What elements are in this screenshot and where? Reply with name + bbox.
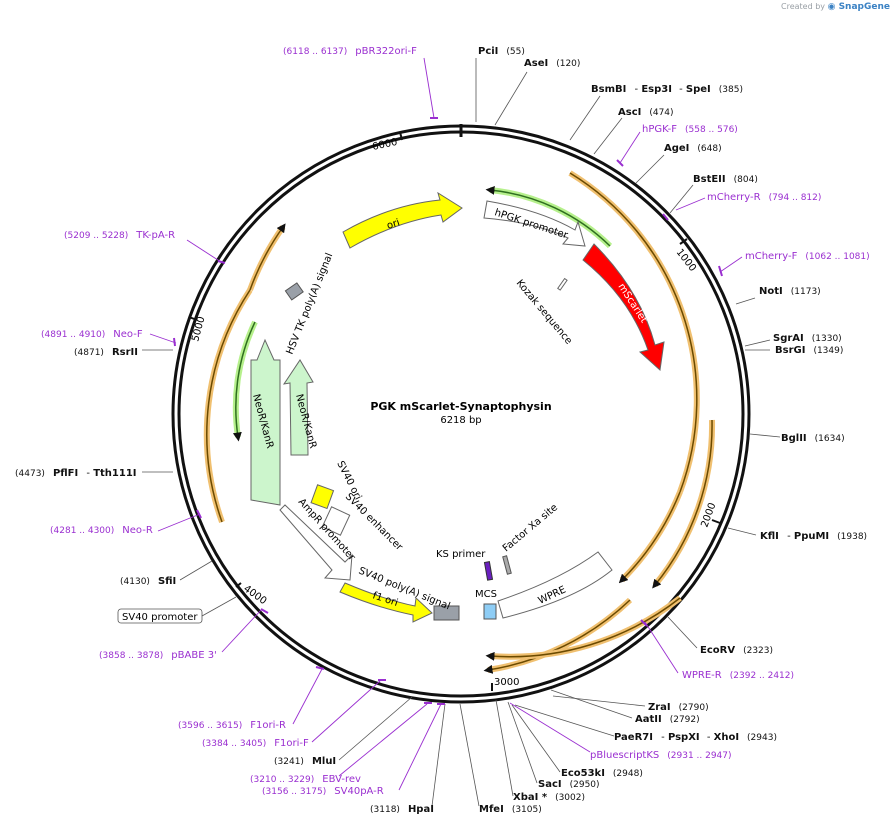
enzyme-noti[interactable]: NotI(1173): [759, 286, 821, 297]
feature-sv40-ori: [310, 484, 335, 510]
feature-kozak-label: Kozak sequence: [514, 278, 574, 347]
enzyme-rsrii[interactable]: (4871)RsrII: [74, 347, 138, 358]
enzyme-bsrgi[interactable]: BsrGI(1349): [775, 345, 843, 356]
orf-arcs: [203, 170, 716, 674]
feature-mcs-label: MCS: [475, 589, 497, 600]
primer-f1ori-f[interactable]: (3384 .. 3405)F1ori-F: [202, 738, 309, 749]
snapgene-logo: ◉ SnapGene: [827, 2, 890, 12]
plasmid-size: 6218 bp: [440, 415, 481, 426]
plasmid-name: PGK mScarlet-Synaptophysin: [370, 400, 551, 413]
enzyme-agei[interactable]: AgeI(648): [664, 143, 722, 154]
credit-text: Created by: [781, 2, 826, 11]
feature-ks-primer: [483, 561, 494, 581]
primer-sv40pa-r[interactable]: (3156 .. 3175)SV40pA-R: [262, 786, 384, 797]
feature-kozak-sequence: [557, 277, 568, 291]
enzyme-mlui[interactable]: (3241)MluI: [274, 756, 336, 767]
tick-label-1000: 1000: [674, 247, 698, 274]
enzyme-pflfi-tth111i[interactable]: (4473)PflFI - Tth111I: [15, 468, 137, 479]
feature-ks-primer-label: KS primer: [436, 549, 486, 560]
primer-pbabe-3[interactable]: (3858 .. 3878)pBABE 3': [99, 650, 217, 661]
feature-hsv-tk-polya: [284, 282, 304, 301]
primer-f1ori-r[interactable]: (3596 .. 3615)F1ori-R: [178, 720, 286, 731]
enzyme-kfli-ppumi[interactable]: KflI - PpuMI(1938): [760, 531, 867, 542]
enzyme-asei[interactable]: AseI(120): [524, 58, 580, 69]
enzyme-bsteii[interactable]: BstEII(804): [693, 174, 758, 185]
primer-labels: (6118 .. 6137)pBR322ori-F hPGK-F(558 .. …: [41, 46, 870, 797]
sv40-promoter-callout[interactable]: SV40 promoter: [117, 608, 203, 624]
primer-pbr322ori-f[interactable]: (6118 .. 6137)pBR322ori-F: [283, 46, 417, 57]
feature-factor-xa-label: Factor Xa site: [501, 502, 560, 554]
tick-label-3000: 3000: [494, 677, 519, 688]
enzyme-pcii[interactable]: PciI(55): [478, 46, 525, 57]
snapgene-credit: Created by ◉ SnapGene: [781, 2, 890, 12]
feature-ori: [342, 191, 463, 249]
enzyme-aatii[interactable]: AatII(2792): [635, 714, 700, 725]
feature-sv40-enhancer-label: SV40 enhancer: [343, 491, 405, 553]
feature-ori-label: ori: [386, 217, 402, 231]
tick-label-6000: 6000: [371, 137, 398, 153]
enzyme-xbai[interactable]: XbaI *(3002): [513, 792, 585, 803]
primer-leaders: [149, 57, 743, 791]
feature-mscarlet-label: mScarlet: [615, 282, 649, 326]
primer-neo-r[interactable]: (4281 .. 4300)Neo-R: [50, 525, 153, 536]
feature-neor-kanr-outer: [250, 338, 281, 506]
primer-hpgk-f[interactable]: hPGK-F(558 .. 576): [642, 124, 738, 135]
primer-tk-pa-r[interactable]: (5209 .. 5228)TK-pA-R: [64, 230, 175, 241]
feature-mcs: [483, 603, 497, 620]
enzyme-asci[interactable]: AscI(474): [618, 107, 674, 118]
enzyme-bsmbi-esp3i-spei[interactable]: BsmBI - Esp3I - SpeI(385): [591, 84, 743, 95]
feature-hpgk-promoter: [483, 200, 586, 247]
primer-ebv-rev[interactable]: (3210 .. 3229)EBV-rev: [250, 774, 361, 785]
feature-factor-xa-site: [502, 555, 512, 575]
enzyme-labels: PciI(55) AseI(120) BsmBI - Esp3I - SpeI(…: [15, 46, 867, 815]
primer-pbluescriptks[interactable]: pBluescriptKS(2931 .. 2947): [590, 750, 732, 761]
feature-sv40-polya: [433, 605, 460, 621]
tick-label-2000: 2000: [699, 501, 718, 529]
enzyme-leaders: [142, 58, 781, 807]
enzyme-mfei[interactable]: MfeI(3105): [479, 804, 542, 815]
feature-ampr-promoter: [279, 504, 353, 581]
primer-mcherry-r[interactable]: mCherry-R(794 .. 812): [707, 192, 821, 203]
feature-neor-kanr-inner: [282, 359, 314, 456]
primer-wpre-r[interactable]: WPRE-R(2392 .. 2412): [682, 670, 794, 681]
enzyme-ecorv[interactable]: EcoRV(2323): [700, 645, 773, 656]
feature-sv40-enhancer: [321, 506, 351, 536]
feature-wpre: [497, 551, 613, 619]
primer-mcherry-f[interactable]: mCherry-F(1062 .. 1081): [745, 251, 870, 262]
brand-text: SnapGene: [838, 2, 890, 12]
enzyme-sfii[interactable]: (4130)SfiI: [120, 576, 176, 587]
enzyme-hpai[interactable]: (3118)HpaI: [370, 804, 434, 815]
green-orf-arcs: [232, 185, 613, 442]
enzyme-eco53ki[interactable]: Eco53kI(2948): [561, 768, 643, 779]
primer-neo-f[interactable]: (4891 .. 4910)Neo-F: [41, 329, 143, 340]
center-labels: PGK mScarlet-Synaptophysin 6218 bp: [370, 400, 551, 426]
backbone: [171, 124, 751, 704]
feature-mscarlet: [582, 243, 665, 371]
enzyme-saci[interactable]: SacI(2950): [538, 779, 600, 790]
sv40-promoter-label: SV40 promoter: [122, 612, 198, 623]
enzyme-paer7i-pspxi-xhoi[interactable]: PaeR7I - PspXI - XhoI(2943): [614, 732, 777, 743]
feature-f1-ori: [339, 582, 433, 623]
enzyme-sgrai[interactable]: SgrAI(1330): [773, 333, 842, 344]
enzyme-zrai[interactable]: ZraI(2790): [648, 702, 709, 713]
feature-hsv-tk-polya-label: HSV TK poly(A) signal: [285, 252, 336, 357]
enzyme-bglii[interactable]: BglII(1634): [781, 433, 845, 444]
